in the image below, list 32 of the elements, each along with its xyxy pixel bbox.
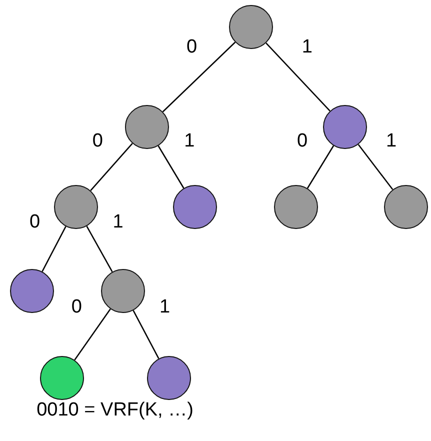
tree-branch [306, 145, 334, 189]
edge-label: 0 [71, 298, 82, 317]
tree-node-circle [147, 356, 191, 400]
tree-node-circle [125, 105, 169, 149]
tree-branch [90, 143, 133, 191]
edge-label: 1 [112, 212, 124, 232]
tree-node-circle [101, 269, 145, 313]
tree-node-circle [54, 185, 98, 229]
edge-label: 1 [160, 298, 170, 317]
tree-node-circle [40, 356, 84, 400]
tree-branch [42, 226, 66, 272]
edge-label: 0 [30, 212, 40, 232]
tree-node-circle [229, 5, 273, 49]
edge-label: 1 [302, 38, 312, 56]
edge-label: 0 [297, 132, 308, 150]
edge-label: 0 [186, 38, 198, 56]
tree-node-circle [274, 185, 318, 229]
tree-branch [86, 226, 113, 272]
tree-branch [162, 42, 236, 112]
node-caption: 0010 = VRF(K, …) [36, 400, 194, 420]
edge-label: 0 [92, 132, 103, 150]
tree-node-circle [384, 185, 428, 229]
tree-branch [158, 146, 184, 188]
tree-branch [74, 308, 111, 360]
tree-branch [132, 310, 160, 359]
tree-node-circle [10, 269, 54, 313]
edge-label: 1 [184, 132, 195, 150]
tree-branch [358, 144, 394, 190]
tree-node-circle [173, 185, 217, 229]
tree-branch [266, 42, 330, 112]
tree-node-circle [323, 105, 367, 149]
edge-label: 1 [386, 132, 397, 150]
